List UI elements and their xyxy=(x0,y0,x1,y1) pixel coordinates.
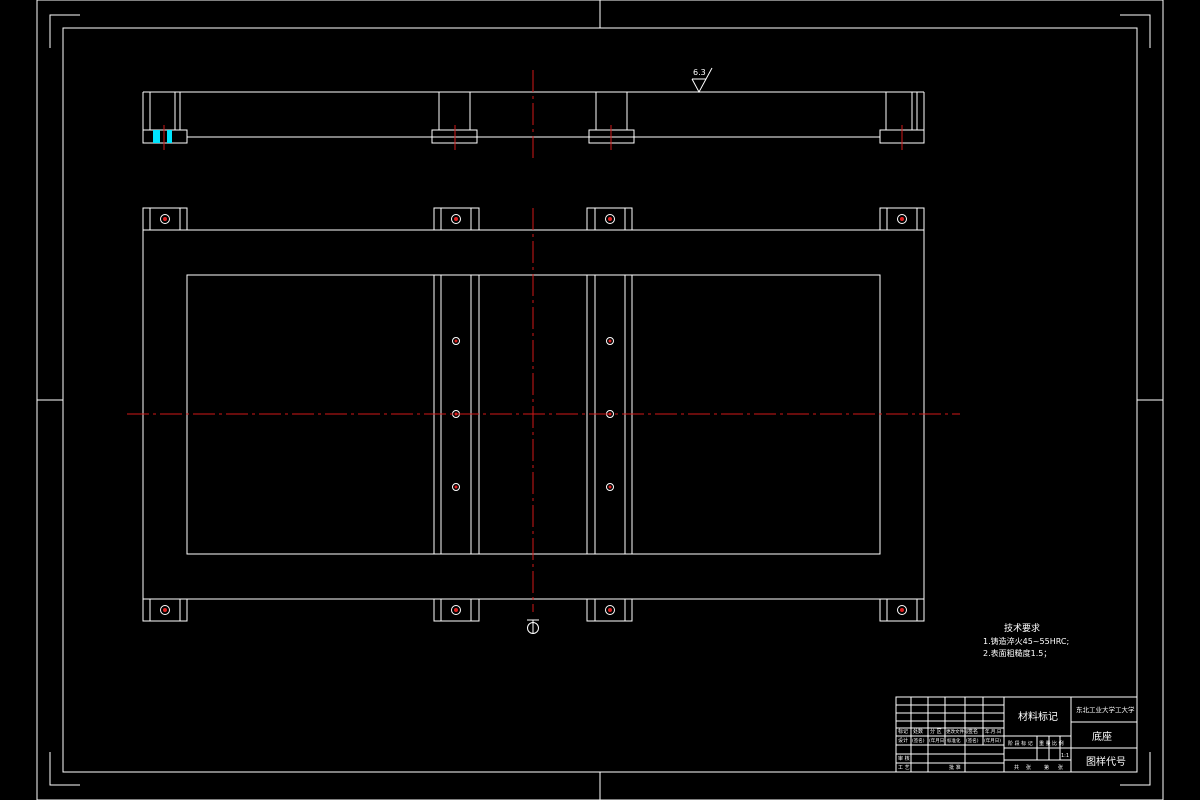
tb-header-6: 年.月.日 xyxy=(985,728,1001,735)
tb-scale-value: 1:1 xyxy=(1061,753,1069,759)
tb-part-name: 底座 xyxy=(1092,730,1112,743)
roughness-value: 6.3 xyxy=(693,68,706,77)
sheet-outer-border xyxy=(36,0,1164,800)
tb-design-1: 设计 xyxy=(898,737,908,744)
corner-marks xyxy=(49,14,1151,786)
title-block: 标记 处数 分 区 更改文件号 签名 年.月.日 设计 (签名) (年月日) 标… xyxy=(895,696,1138,773)
tb-scale-label: 比 例 xyxy=(1052,740,1064,747)
tb-header-4: 更改文件号 xyxy=(946,728,969,735)
tb-sheet-3: 第 xyxy=(1044,764,1049,771)
tb-drawing-code: 图样代号 xyxy=(1086,755,1126,768)
note-line-2: 2.表面粗糙度1.5； xyxy=(983,648,1051,658)
tb-design-5: (签名) xyxy=(966,737,979,744)
tb-weight-label: 重 量 xyxy=(1039,740,1051,747)
tb-sheet-4: 张 xyxy=(1058,764,1063,771)
tb-sheet-2: 张 xyxy=(1026,764,1031,771)
tb-design-3: (年月日) xyxy=(929,737,946,744)
tb-approve: 批 准 xyxy=(949,764,961,771)
tb-design-2: (签名) xyxy=(912,737,925,744)
tb-process: 工 艺 xyxy=(898,765,910,771)
sheet-inner-border xyxy=(62,27,1138,773)
mounting-lugs-bottom xyxy=(142,598,925,622)
tb-header-2: 处数 xyxy=(913,728,923,735)
tb-header-3: 分 区 xyxy=(930,728,942,735)
highlight-marker xyxy=(153,130,160,143)
side-support-1 xyxy=(142,92,188,144)
tb-header-5: 签名 xyxy=(968,728,978,735)
view-marker-symbol xyxy=(527,619,539,634)
tb-design-6: (年月日) xyxy=(984,737,1001,744)
notes-title: 技术要求 xyxy=(1004,622,1040,634)
tb-header-1: 标记 xyxy=(898,728,908,735)
tb-sheet-1: 共 xyxy=(1014,764,1019,771)
tb-school: 东北工业大学工大学 xyxy=(1076,705,1135,714)
tb-design-4: 标准化 xyxy=(947,737,961,744)
tb-review: 审 核 xyxy=(898,755,910,762)
mounting-lugs-top xyxy=(142,207,925,231)
note-line-1: 1.铸造淬火45~55HRC; xyxy=(983,636,1069,646)
tb-stage-label: 阶 段 标 记 xyxy=(1008,740,1033,747)
tb-material-label: 材料标记 xyxy=(1018,710,1058,723)
technical-notes: 技术要求 1.铸造淬火45~55HRC; 2.表面粗糙度1.5； xyxy=(983,622,1069,658)
roughness-symbol: 6.3 xyxy=(691,67,713,94)
